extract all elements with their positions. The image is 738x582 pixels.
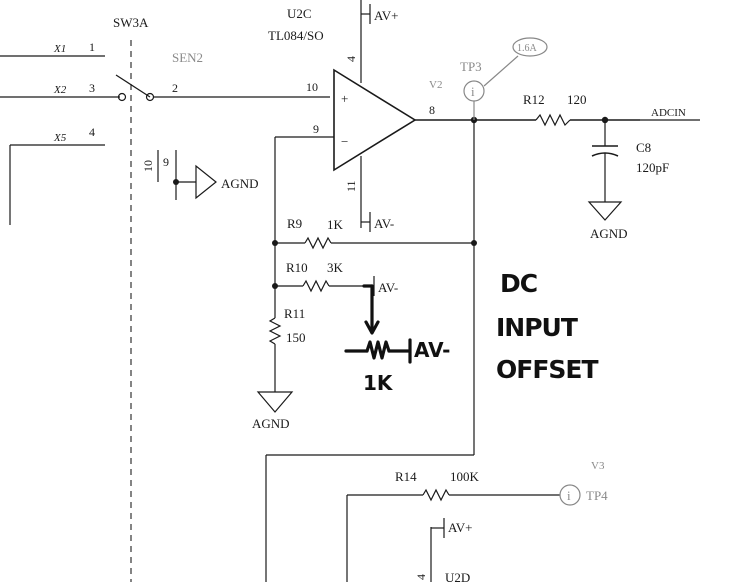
agnd-label-r11: AGND xyxy=(252,416,290,431)
u2d-ref: U2D xyxy=(445,570,470,582)
r12-symbol xyxy=(535,112,571,128)
av-minus-label-r10: AV- xyxy=(378,280,398,295)
handwritten-dc: DC xyxy=(500,269,537,298)
r9-ref: R9 xyxy=(287,216,302,231)
output-wiring xyxy=(256,116,700,582)
opamp-pin-vplus: 4 xyxy=(344,56,358,62)
switch-pin-1: 1 xyxy=(89,40,95,54)
r10-ref: R10 xyxy=(286,260,308,275)
tp3-symbol xyxy=(463,37,548,120)
opamp-pin-in-minus: 9 xyxy=(313,122,319,136)
switch-pin-9: 9 xyxy=(163,155,169,169)
lower-node-v3: V3 xyxy=(591,460,605,472)
av-minus-label-u2c: AV- xyxy=(374,216,394,231)
c8-ref: C8 xyxy=(636,140,651,155)
switch-pin-3: 3 xyxy=(89,81,95,95)
agnd-label-c8: AGND xyxy=(590,226,628,241)
u2d-pin-4: 4 xyxy=(414,574,428,580)
av-plus-label-lower: AV+ xyxy=(448,520,472,535)
input-x2-label: X2 xyxy=(53,84,67,96)
input-wires xyxy=(0,55,120,225)
input-x5-label: X5 xyxy=(53,132,67,144)
tp4-glyph: i xyxy=(567,488,571,503)
c8-symbol xyxy=(587,120,623,221)
opamp-plus-sign: + xyxy=(341,91,348,106)
switch-pin-4: 4 xyxy=(89,125,95,139)
opamp-part: TL084/SO xyxy=(268,28,324,43)
r11-value: 150 xyxy=(286,330,306,345)
opamp-pin-in-plus: 10 xyxy=(306,80,318,94)
switch-net-label: SEN2 xyxy=(172,50,203,65)
r9-value: 1K xyxy=(327,217,344,232)
tp4-ref: TP4 xyxy=(586,488,608,503)
switch-pin-2: 2 xyxy=(172,81,178,95)
tp3-bubble-text: 1.6A xyxy=(517,43,538,54)
opamp-u2c xyxy=(333,0,417,232)
handwritten-av-minus: AV- xyxy=(414,338,450,362)
opamp-pin-out: 8 xyxy=(429,103,435,117)
av-plus-label-top: AV+ xyxy=(374,8,398,23)
input-x1-label: X1 xyxy=(53,43,66,55)
c8-value: 120pF xyxy=(636,160,669,175)
switch-agnd-stub xyxy=(157,150,217,200)
handwritten-input: INPUT xyxy=(496,313,578,342)
tp3-glyph: i xyxy=(471,84,475,99)
r10-value: 3K xyxy=(327,260,344,275)
tp3-node: V2 xyxy=(429,79,442,91)
opamp-minus-sign: − xyxy=(341,134,348,149)
tp3-ref: TP3 xyxy=(460,59,482,74)
opamp-pin-vminus: 11 xyxy=(344,180,358,192)
handwritten-offset: OFFSET xyxy=(496,355,598,384)
r14-value: 100K xyxy=(450,469,480,484)
lower-wiring xyxy=(346,484,581,582)
r14-ref: R14 xyxy=(395,469,417,484)
opamp-ref: U2C xyxy=(287,6,312,21)
handwritten-1k: 1K xyxy=(363,371,394,395)
r11-ref: R11 xyxy=(284,306,305,321)
r12-value: 120 xyxy=(567,92,587,107)
switch-pin-10: 10 xyxy=(141,160,155,172)
output-net-label: ADCIN xyxy=(651,107,686,119)
handwritten-offset-circuit xyxy=(344,284,412,364)
switch-contacts xyxy=(115,74,330,102)
agnd-label-switch: AGND xyxy=(221,176,259,191)
switch-ref: SW3A xyxy=(113,15,149,30)
r12-ref: R12 xyxy=(523,92,545,107)
